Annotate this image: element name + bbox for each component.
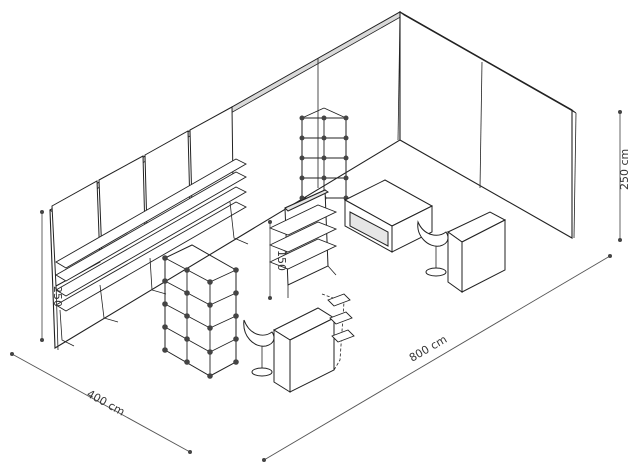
label-wall-height-right: 250 cm [618,149,631,190]
back-right-wall [397,11,577,239]
display-table [343,179,434,253]
dimension-height-right [618,110,622,242]
label-depth: 400 cm [85,387,127,418]
label-wall-height-left: 250 [51,286,64,307]
dimension-height-left [40,210,44,342]
dimension-shelf-height [268,220,272,300]
cube-tower-front [162,244,239,379]
dimension-length [262,254,612,462]
chair-front [243,319,275,377]
label-shelf-height: 150 [275,250,288,271]
center-shelf-unit [268,189,338,298]
cube-tower-back [299,107,349,201]
label-length: 800 cm [407,333,449,365]
display-rack-front [321,293,355,371]
dimension-depth [10,352,192,454]
counter-right [447,211,507,293]
chair-right [417,220,449,277]
wall-shelves [55,158,249,347]
counter-front [272,307,336,393]
